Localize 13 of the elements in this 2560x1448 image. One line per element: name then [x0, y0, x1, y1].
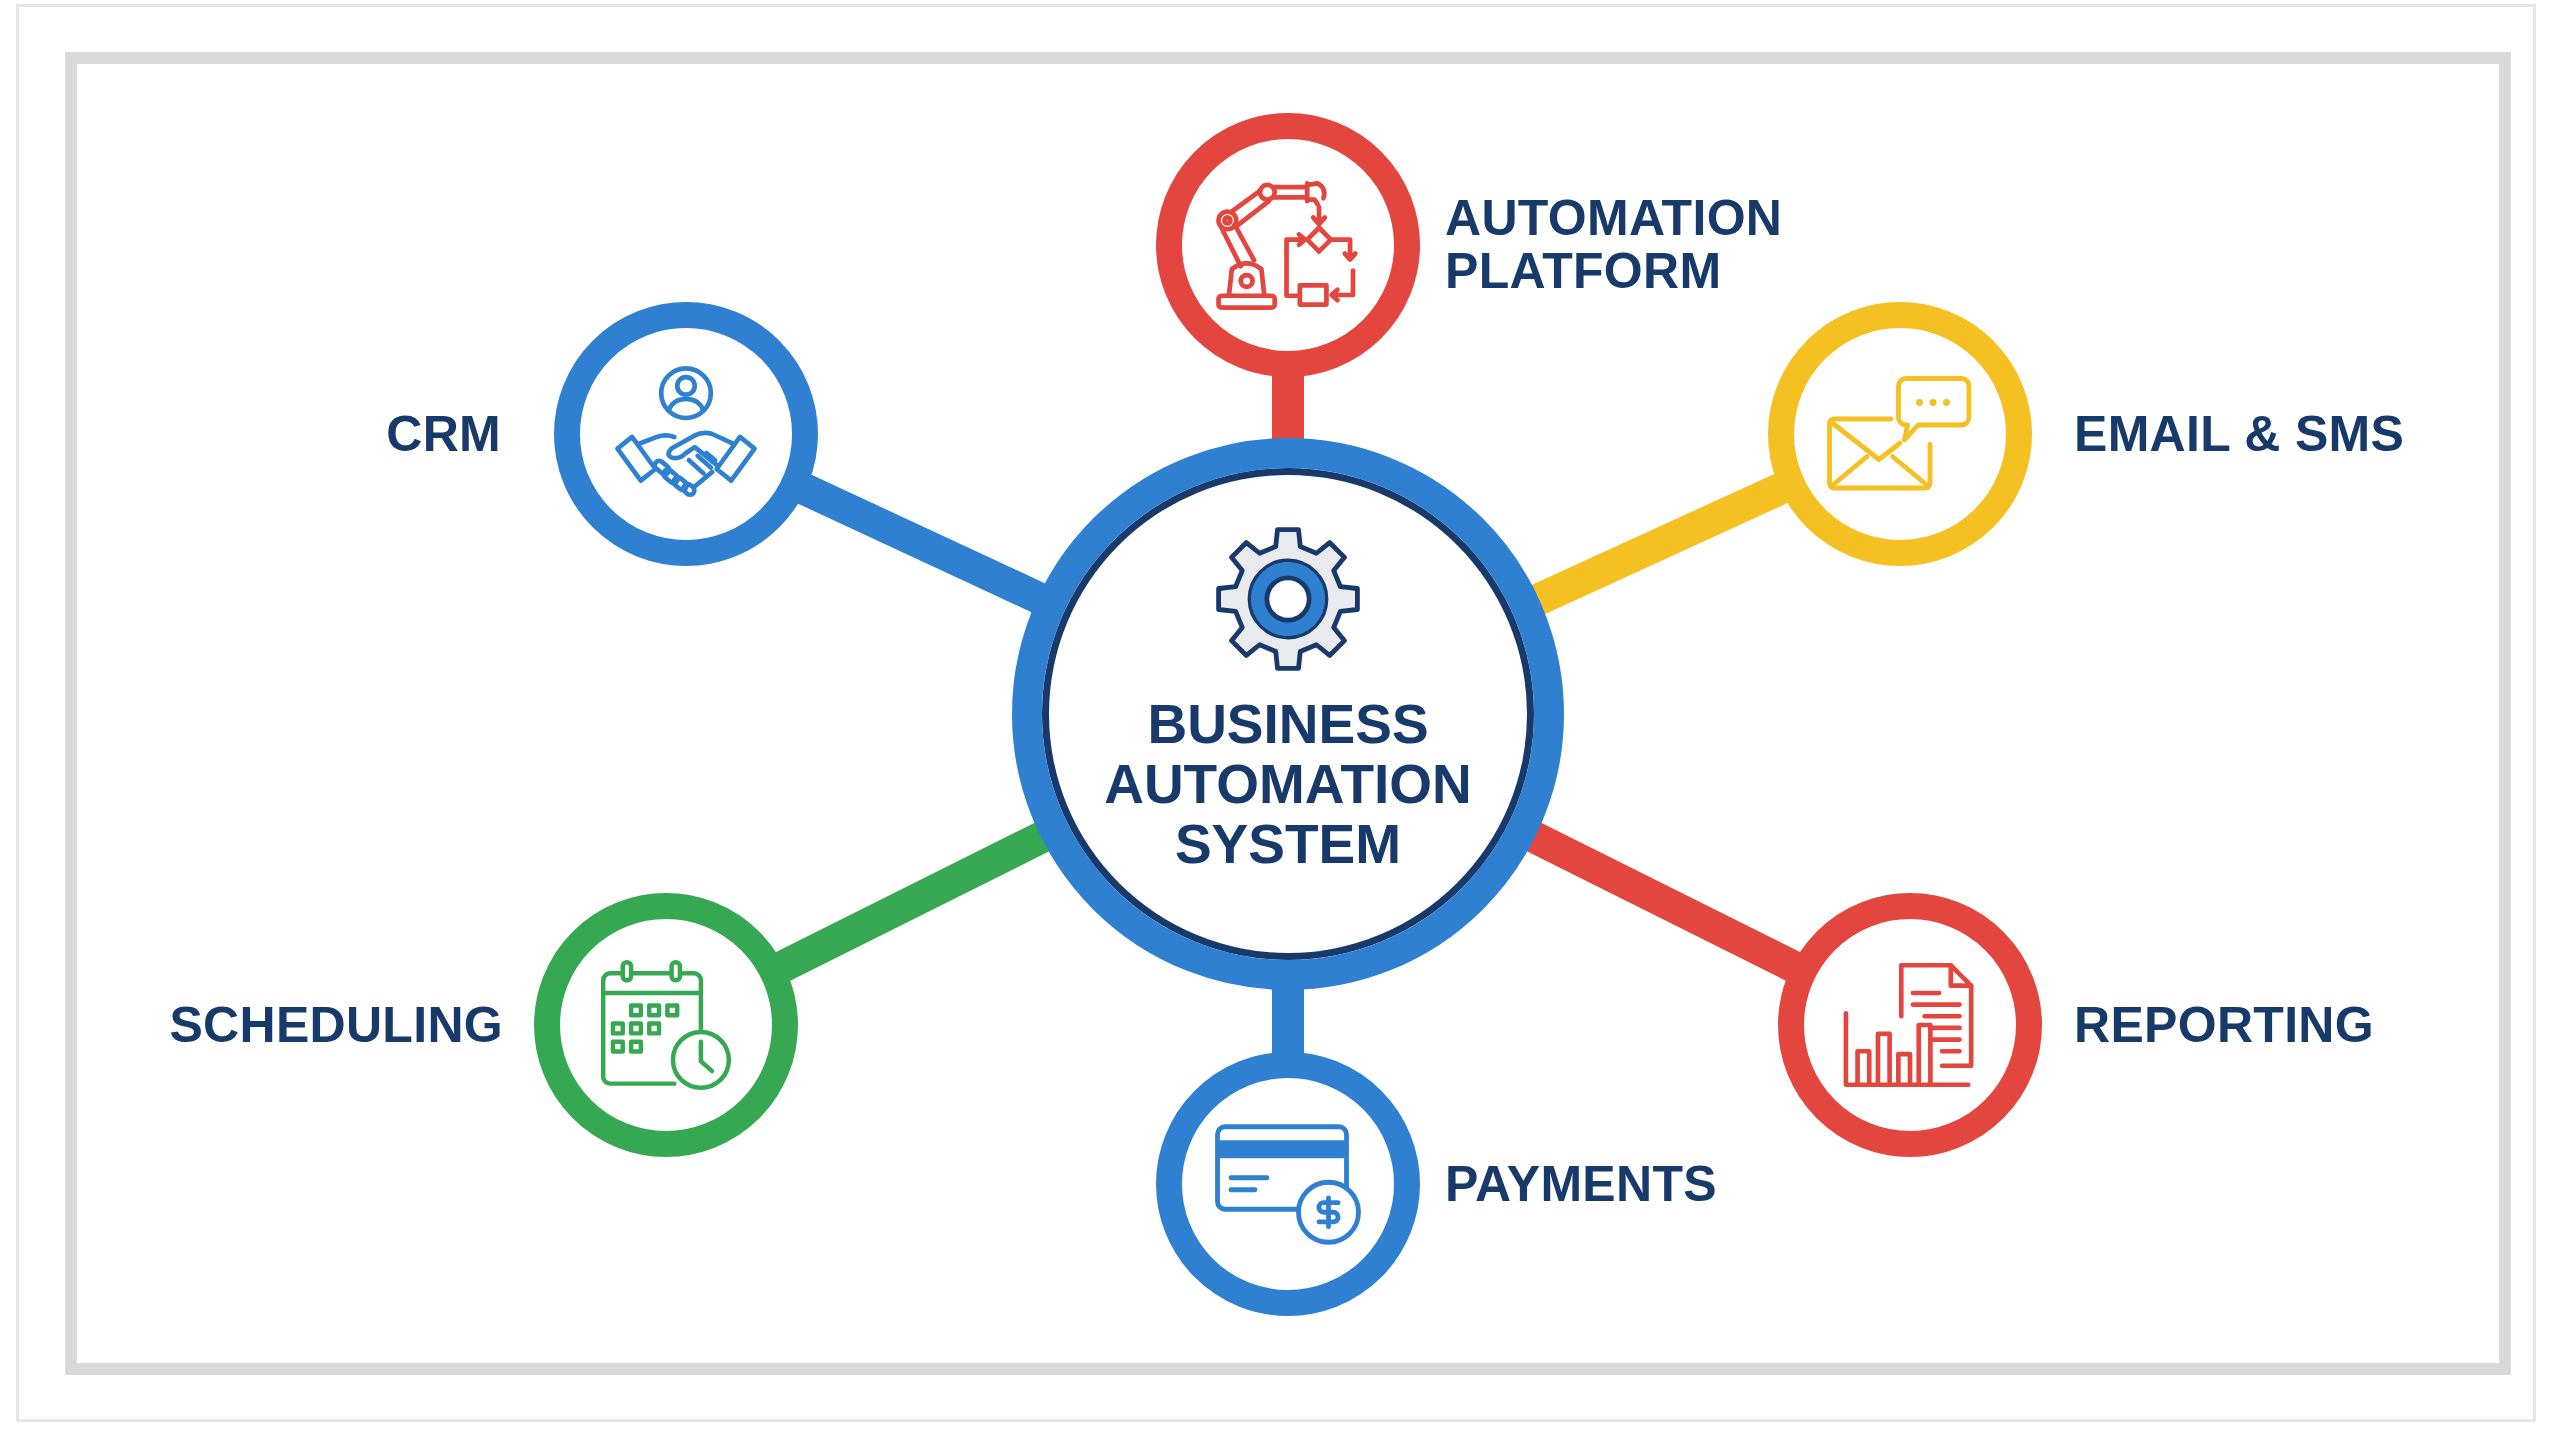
- connector-line: [1526, 822, 1801, 981]
- connector-line: [1272, 375, 1304, 439]
- node-label: AUTOMATION PLATFORM: [1445, 192, 1783, 298]
- node-label: EMAIL & SMS: [2074, 407, 2405, 461]
- node-label: SCHEDULING: [169, 998, 503, 1052]
- node-label: PAYMENTS: [1445, 1157, 1717, 1211]
- connector-line: [775, 822, 1050, 981]
- connector-line: [797, 474, 1046, 613]
- node-label: REPORTING: [2074, 998, 2374, 1052]
- node-label: CRM: [386, 407, 501, 461]
- connector-line: [1272, 989, 1304, 1054]
- connector-line: [1531, 473, 1788, 615]
- hub-title: BUSINESS AUTOMATION SYSTEM: [1104, 694, 1472, 874]
